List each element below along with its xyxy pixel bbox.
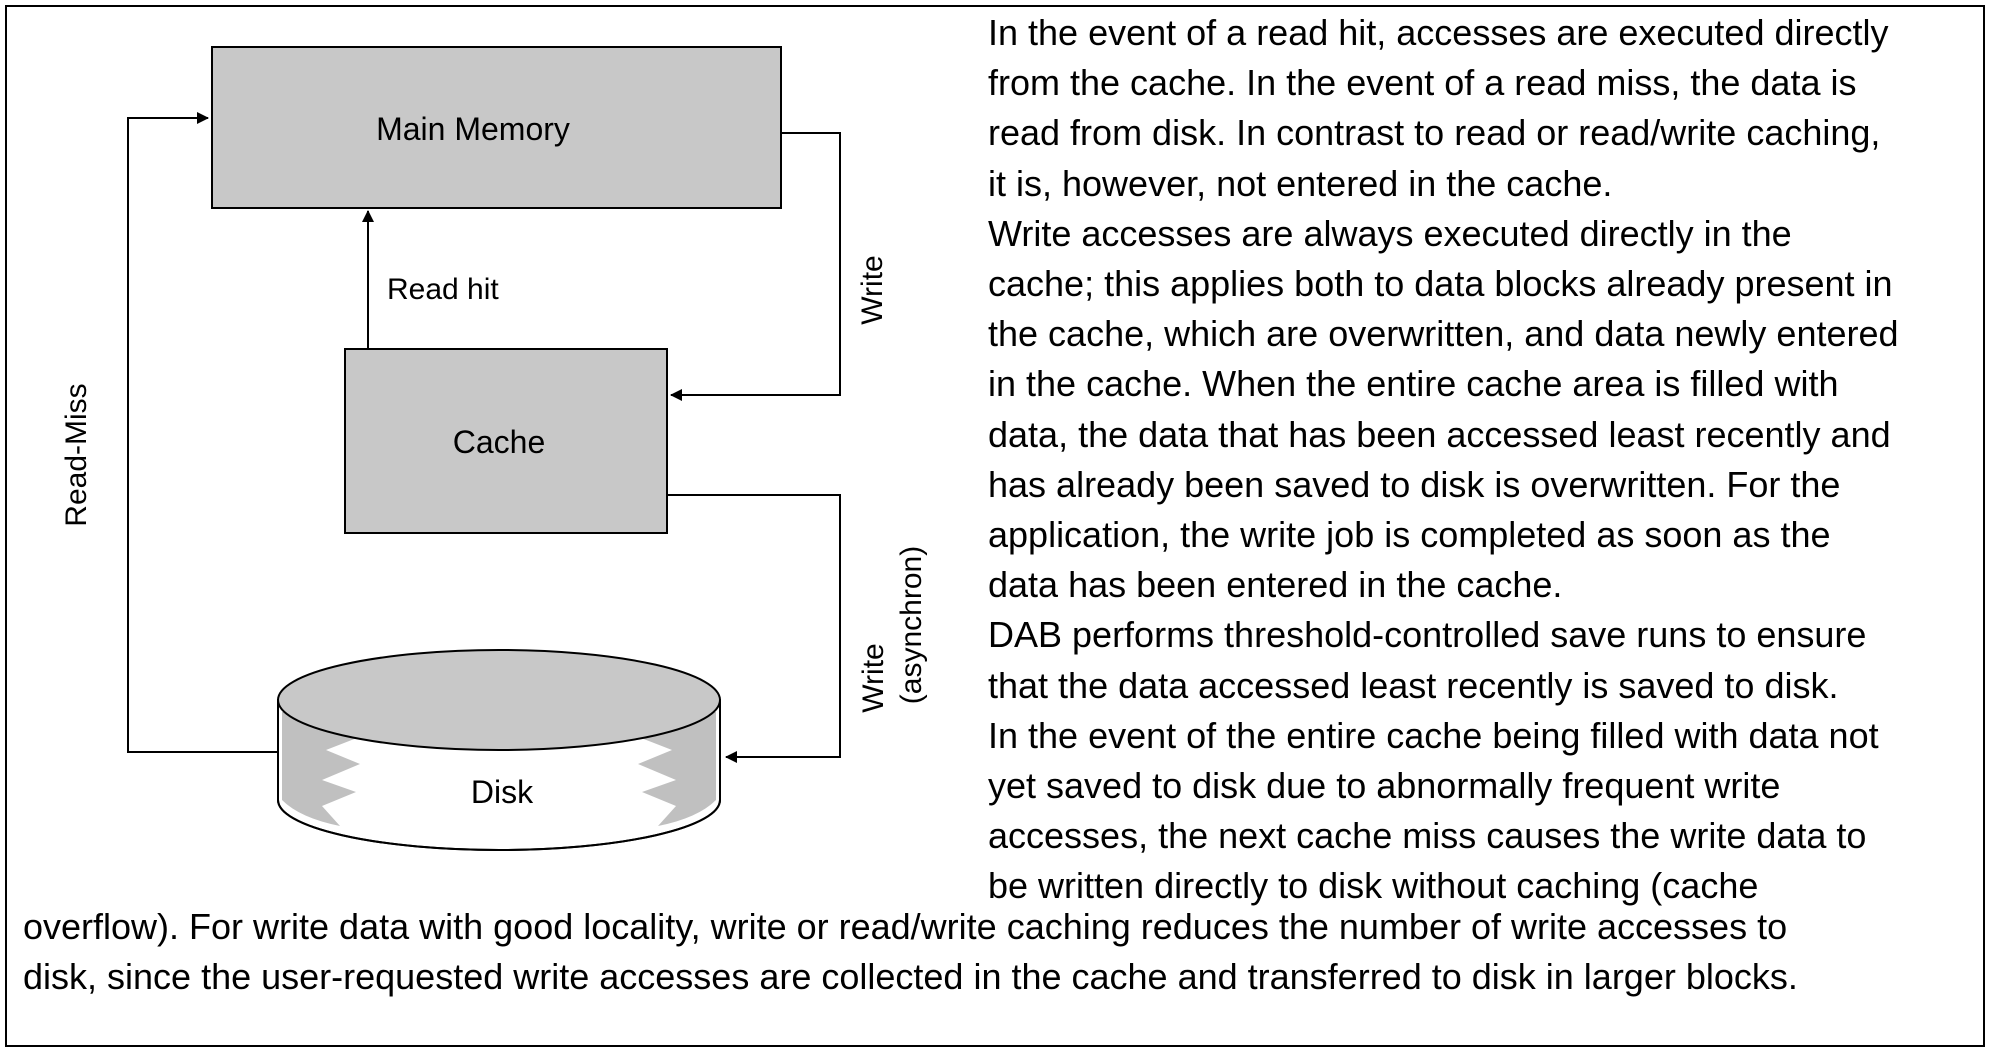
text-line: it is, however, not entered in the cache… — [988, 162, 1613, 204]
main-memory-box — [211, 46, 782, 209]
write-label: Write — [856, 255, 889, 324]
text-line: that the data accessed least recently is… — [988, 664, 1839, 706]
read-miss-arrow — [127, 112, 278, 753]
text-line: in the cache. When the entire cache area… — [988, 363, 1839, 405]
bottom-paragraph: overflow). For write data with good loca… — [23, 902, 1983, 1002]
read-hit-label: Read hit — [387, 273, 499, 306]
text-line: data, the data that has been accessed le… — [988, 413, 1891, 455]
text-line: In the event of the entire cache being f… — [988, 714, 1879, 756]
read-miss-label: Read-Miss — [60, 383, 93, 526]
main-memory-label: Main Memory — [376, 111, 570, 147]
text-line: cache; this applies both to data blocks … — [988, 263, 1893, 305]
text-line: be written directly to disk without cach… — [988, 865, 1759, 907]
text-line: Write accesses are always executed direc… — [988, 212, 1792, 254]
write-async-label-line2: (asynchron) — [895, 546, 928, 704]
disk-label: Disk — [471, 774, 534, 810]
write-arrow — [670, 132, 841, 401]
text-line: DAB performs threshold-controlled save r… — [988, 614, 1867, 656]
text-line: application, the write job is completed … — [988, 514, 1831, 556]
right-paragraph: In the event of a read hit, accesses are… — [988, 8, 1978, 912]
text-line: yet saved to disk due to abnormally freq… — [988, 765, 1781, 807]
cache-box — [344, 348, 668, 534]
text-line: has already been saved to disk is overwr… — [988, 463, 1841, 505]
write-async-arrow — [667, 494, 841, 763]
text-line: data has been entered in the cache. — [988, 564, 1563, 606]
write-async-label-line1: Write — [857, 643, 890, 712]
text-line: overflow). For write data with good loca… — [23, 906, 1788, 947]
cache-label: Cache — [453, 424, 546, 460]
text-line: read from disk. In contrast to read or r… — [988, 112, 1881, 154]
disk-cylinder — [277, 649, 721, 851]
text-line: the cache, which are overwritten, and da… — [988, 313, 1899, 355]
text-line: In the event of a read hit, accesses are… — [988, 12, 1889, 53]
text-line: accesses, the next cache miss causes the… — [988, 815, 1867, 857]
text-line: from the cache. In the event of a read m… — [988, 62, 1857, 104]
text-line: disk, since the user-requested write acc… — [23, 956, 1798, 998]
